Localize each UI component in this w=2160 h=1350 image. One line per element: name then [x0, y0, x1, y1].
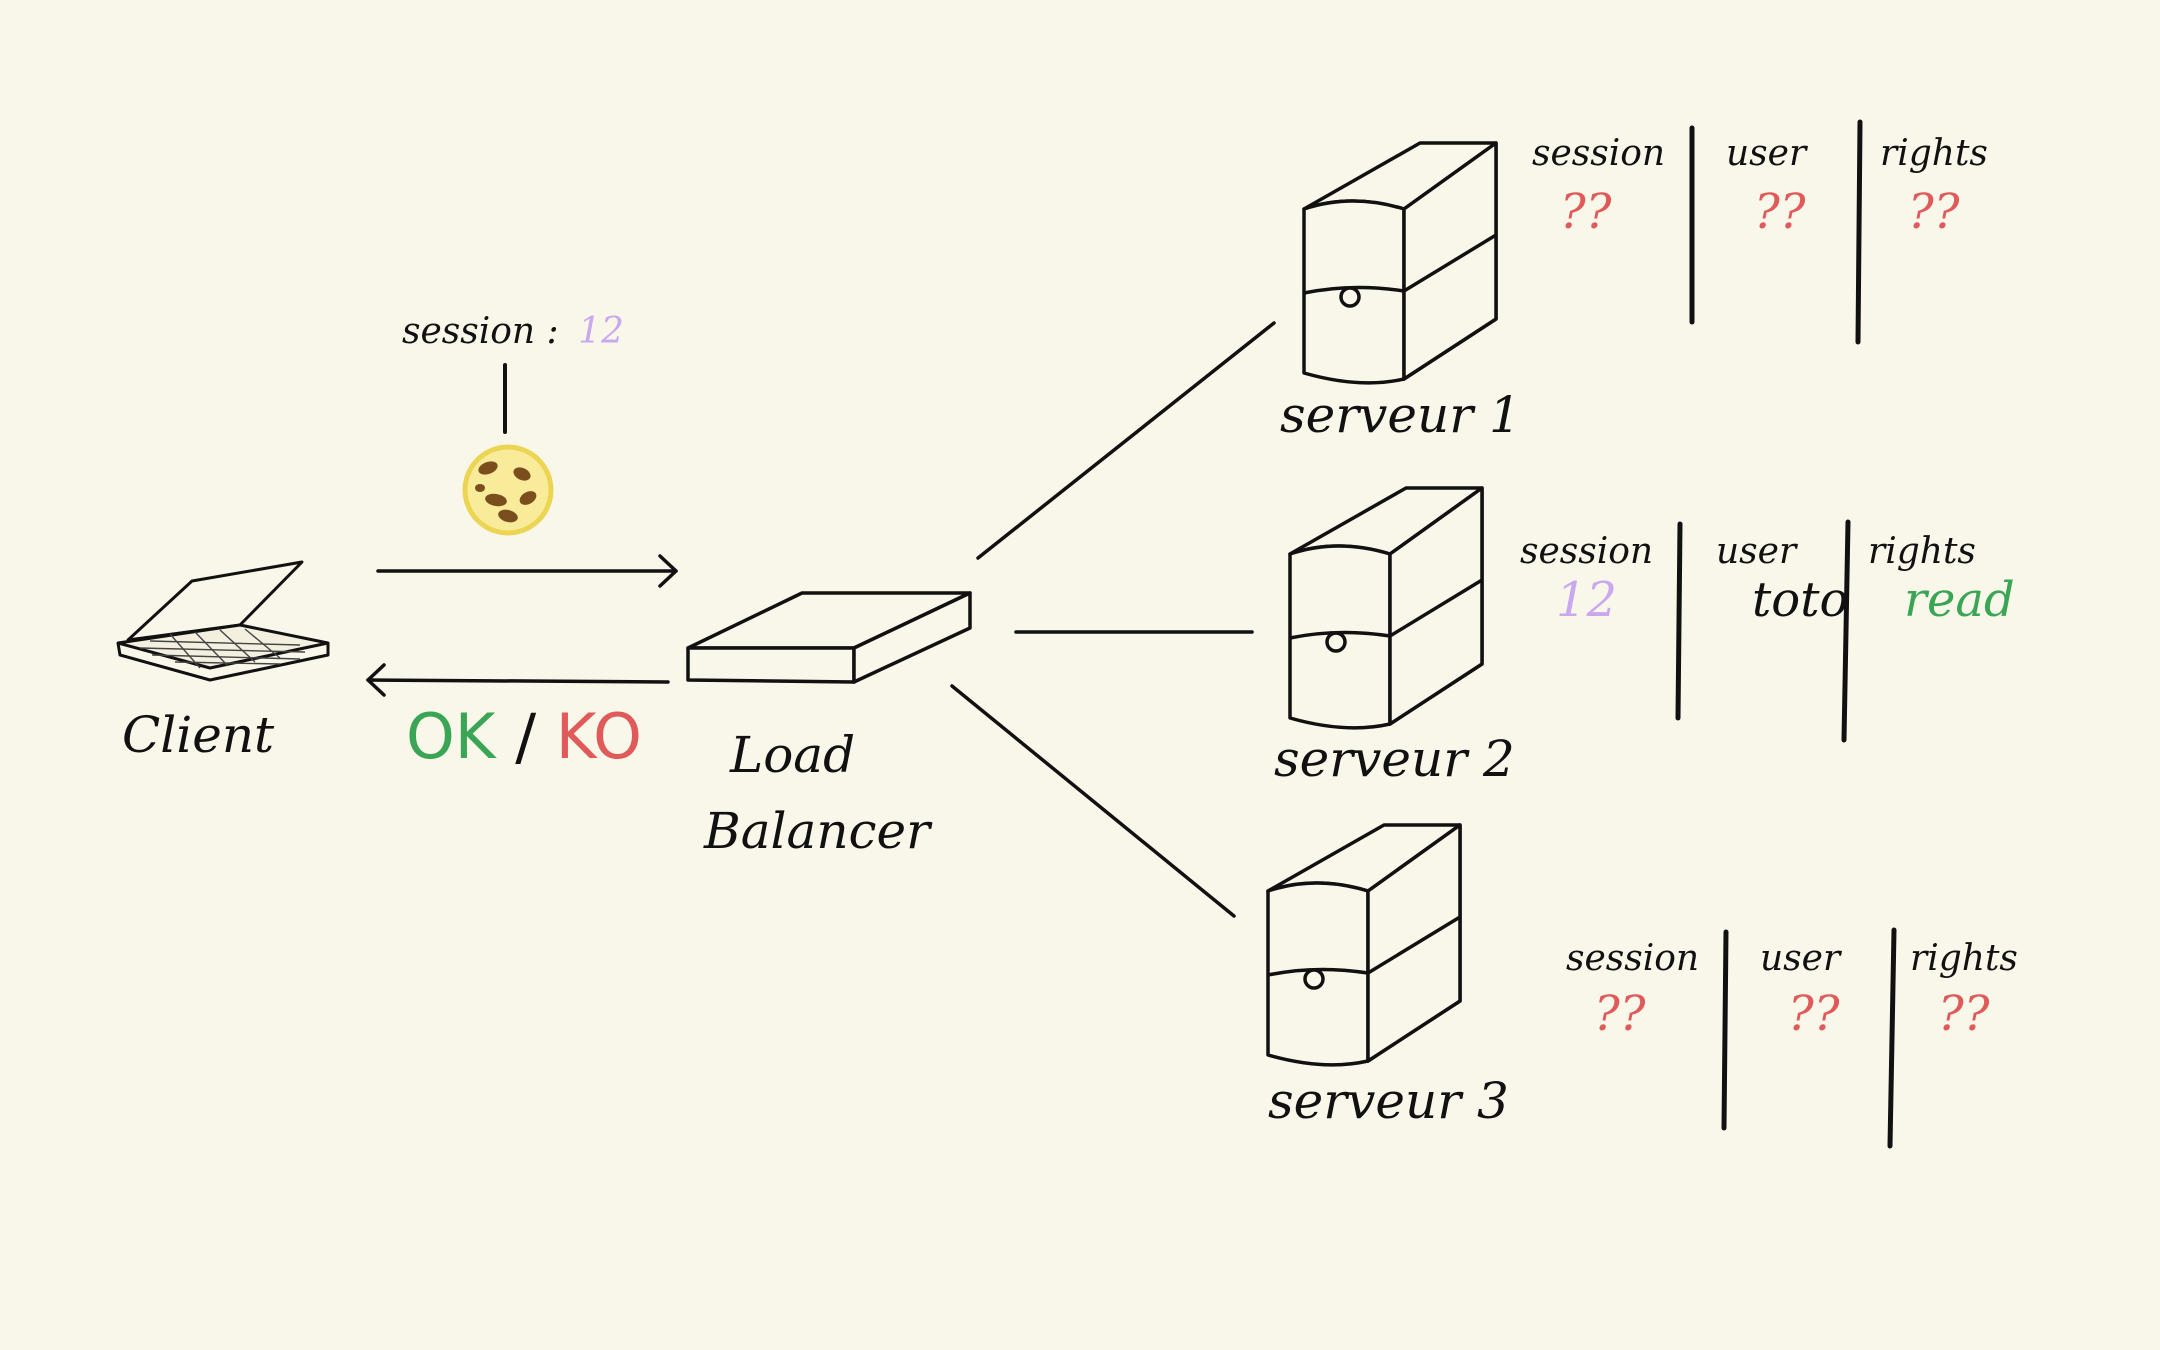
column-value-user: toto — [1752, 572, 1848, 628]
server-3: serveur 3 session?? user?? rights?? — [1266, 823, 2018, 1149]
servers: serveur 1session??user??rights??serveur … — [1266, 119, 2018, 1149]
table-divider — [1887, 927, 1897, 1149]
column-header-user: user — [1726, 133, 1808, 174]
client: Client — [116, 560, 330, 764]
request-arrow — [376, 554, 678, 588]
load-balancer: Load Balancer — [686, 591, 972, 860]
server-3-label: serveur 3 — [1268, 1072, 1509, 1130]
cookie-icon — [462, 444, 554, 536]
column-value-session: 12 — [1556, 572, 1617, 628]
column-header-rights: rights — [1868, 531, 1976, 572]
response-arrow — [366, 663, 670, 697]
server-3-session-table: session?? user?? rights?? — [1566, 927, 2018, 1149]
table-divider — [1675, 521, 1683, 721]
column-header-session: session — [1520, 531, 1653, 572]
column-value-rights: ?? — [1908, 184, 1960, 240]
cookie-session-value: 12 — [578, 311, 624, 352]
column-value-user: ?? — [1754, 184, 1806, 240]
status-ok: OK — [406, 700, 497, 773]
server-icon — [1266, 823, 1462, 1067]
status-sep: / — [515, 700, 536, 773]
response-status: OK / KO — [406, 700, 642, 773]
link-server-1 — [976, 321, 1276, 560]
load-balancer-label-line2: Balancer — [703, 802, 933, 860]
column-value-user: ?? — [1788, 986, 1840, 1042]
server-1-session-table: session?? user?? rights?? — [1532, 119, 1988, 345]
column-header-session: session — [1532, 133, 1665, 174]
cookie: session : 12 — [402, 311, 624, 536]
server-1: serveur 1 session?? user?? rights?? — [1280, 119, 1988, 444]
column-header-rights: rights — [1910, 938, 2018, 979]
column-header-session: session — [1566, 938, 1699, 979]
client-label: Client — [122, 706, 275, 764]
server-icon — [1288, 486, 1484, 730]
table-divider — [1855, 119, 1863, 345]
column-value-session: ?? — [1594, 986, 1646, 1042]
server-2-label: serveur 2 — [1274, 730, 1515, 788]
column-value-session: ?? — [1560, 184, 1612, 240]
cookie-session-key: session : — [402, 311, 559, 352]
load-balancer-icon — [686, 591, 972, 684]
server-links — [950, 321, 1276, 918]
server-icon — [1302, 141, 1498, 385]
table-divider — [1721, 929, 1729, 1131]
column-header-user: user — [1760, 938, 1842, 979]
server-1-label: serveur 1 — [1280, 386, 1521, 444]
laptop-icon — [116, 560, 330, 682]
load-balancer-label-line1: Load — [729, 726, 855, 784]
table-divider — [1841, 519, 1851, 743]
link-server-3 — [950, 684, 1236, 918]
column-header-user: user — [1716, 531, 1798, 572]
column-value-rights: read — [1904, 572, 2015, 628]
column-header-rights: rights — [1880, 133, 1988, 174]
cookie-session-label: session : 12 — [402, 311, 624, 352]
status-ko: KO — [556, 700, 642, 773]
column-value-rights: ?? — [1938, 986, 1990, 1042]
